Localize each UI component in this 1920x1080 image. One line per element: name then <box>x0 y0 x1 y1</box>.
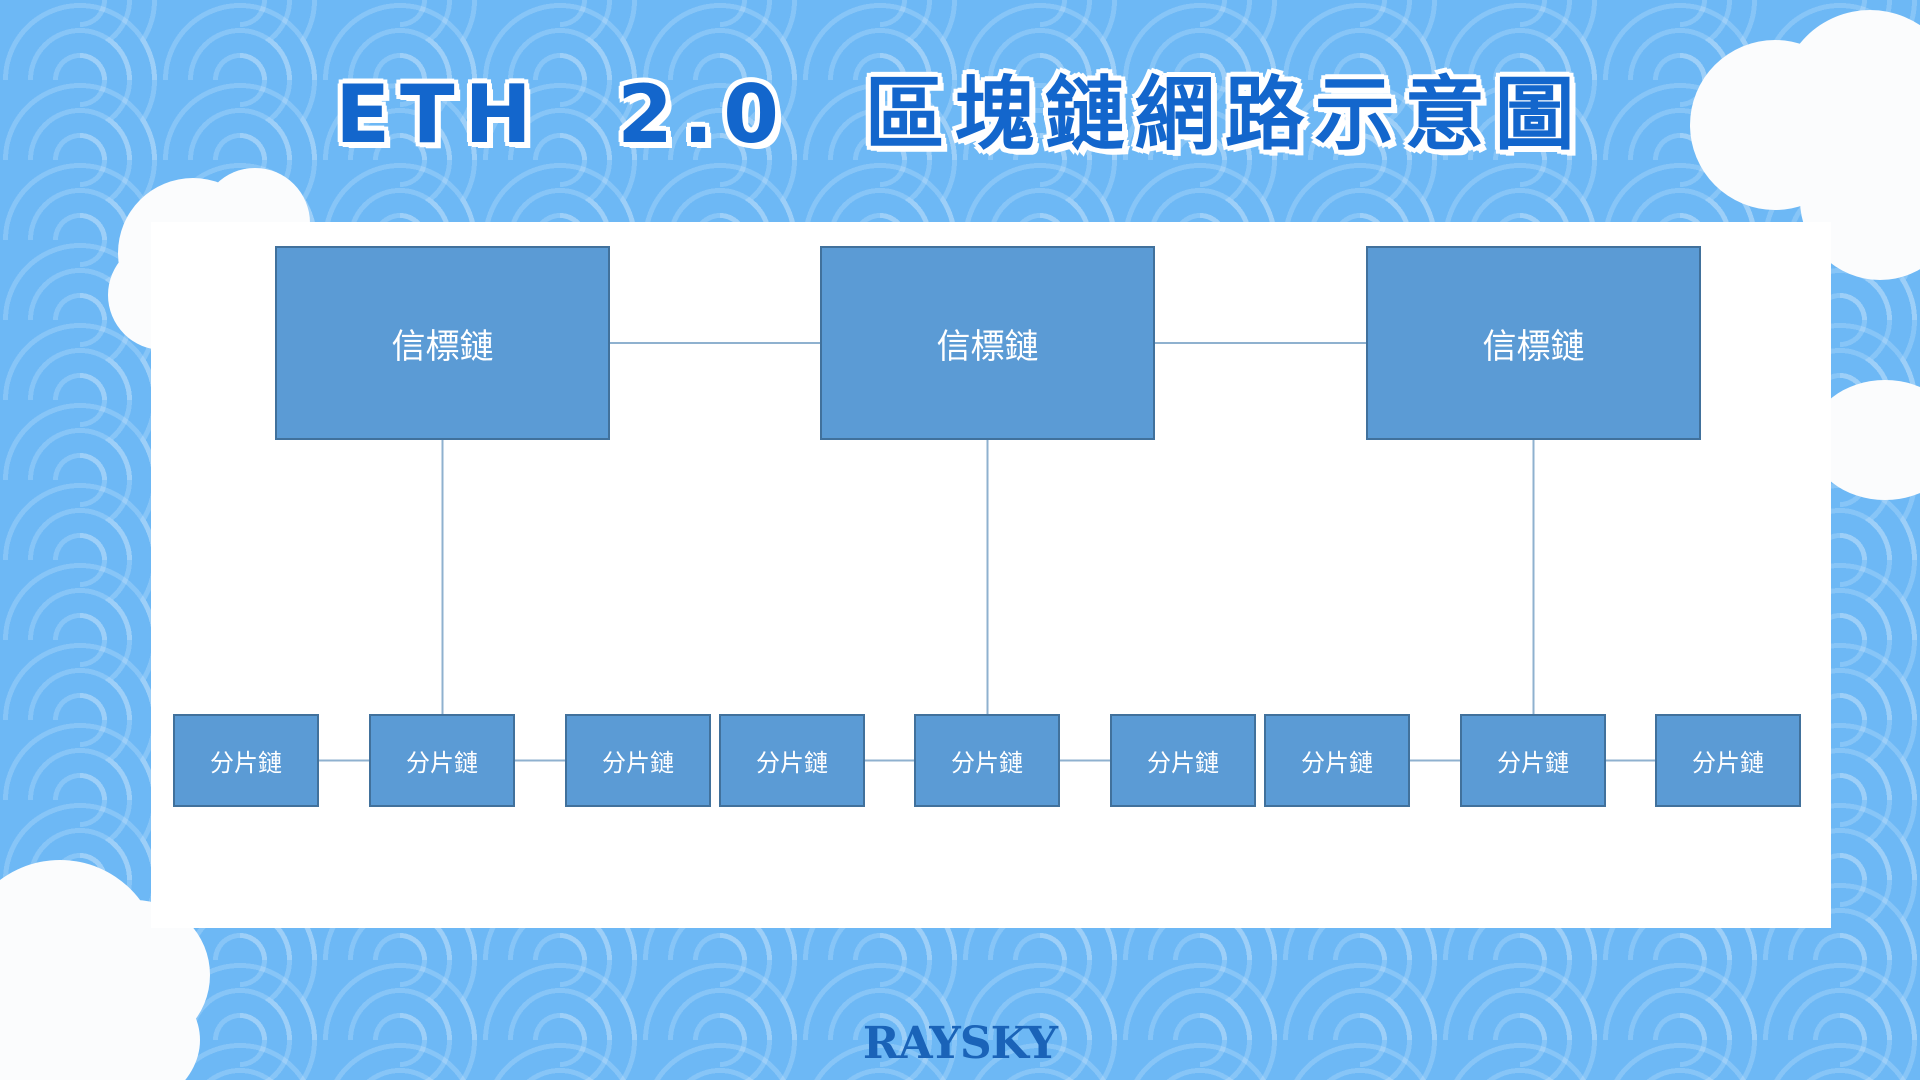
shard-chain-label: 分片鏈 <box>1301 749 1373 777</box>
shard-chain-label: 分片鏈 <box>756 749 828 777</box>
shard-chain-node: 分片鏈 <box>914 714 1060 807</box>
shard-chain-node: 分片鏈 <box>1460 714 1606 807</box>
beacon-chain-label: 信標鏈 <box>391 326 494 367</box>
diagram-panel: 信標鏈 信標鏈 信標鏈分片鏈 分片鏈 分片鏈 分片鏈 分片鏈 分片鏈 分片鏈 分片鏈 分片鏈 <box>151 222 1831 928</box>
shard-chain-label: 分片鏈 <box>1147 749 1219 777</box>
connector-lines <box>319 342 1655 762</box>
shard-chain-label: 分片鏈 <box>1692 749 1764 777</box>
shard-chain-label: 分片鏈 <box>210 749 282 777</box>
shard-chain-node: 分片鏈 <box>565 714 711 807</box>
beacon-chain-node: 信標鏈 <box>275 246 610 440</box>
raysky-logo: RAYSKY <box>862 1018 1058 1069</box>
shard-chain-label: 分片鏈 <box>1497 749 1569 777</box>
page-title: ETH 2.0 區塊鏈網路示意圖 <box>335 68 1585 161</box>
shard-chain-node: 分片鏈 <box>173 714 319 807</box>
beacon-chain-label: 信標鏈 <box>936 326 1039 367</box>
shard-chain-label: 分片鏈 <box>951 749 1023 777</box>
beacon-chain-node: 信標鏈 <box>820 246 1155 440</box>
beacon-chain-label: 信標鏈 <box>1482 326 1585 367</box>
shard-chain-node: 分片鏈 <box>719 714 865 807</box>
shard-chain-node: 分片鏈 <box>1655 714 1801 807</box>
beacon-chain-node: 信標鏈 <box>1366 246 1701 440</box>
shard-chain-node: 分片鏈 <box>369 714 515 807</box>
shard-chain-node: 分片鏈 <box>1264 714 1410 807</box>
shard-chain-label: 分片鏈 <box>406 749 478 777</box>
shard-chain-label: 分片鏈 <box>602 749 674 777</box>
shard-chain-node: 分片鏈 <box>1110 714 1256 807</box>
